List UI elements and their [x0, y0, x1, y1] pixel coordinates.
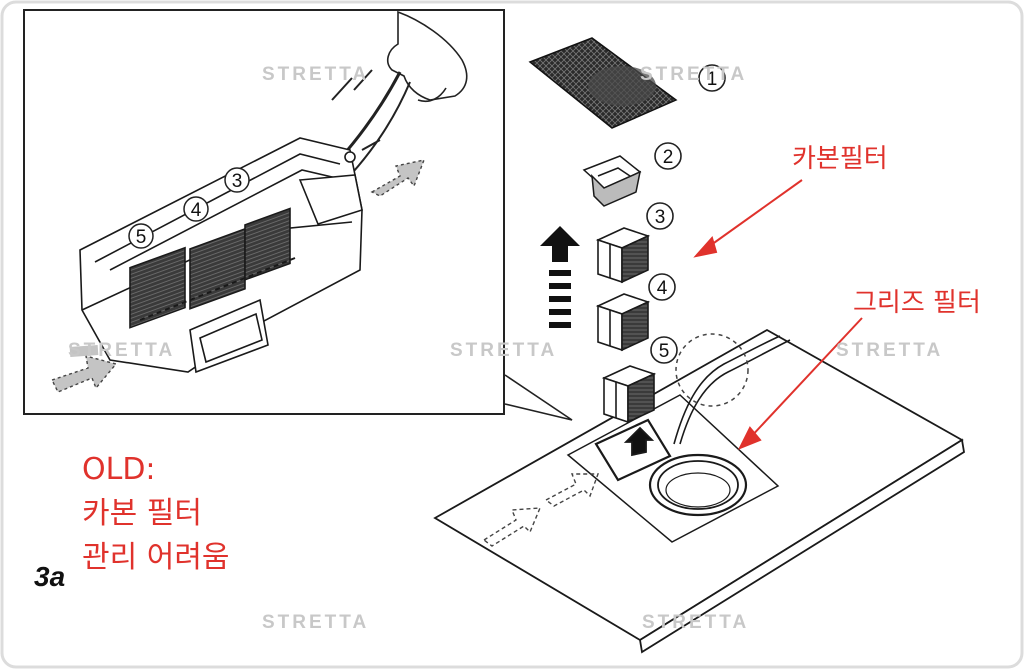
part-number-3: 3 [646, 202, 674, 230]
part-number-5: 5 [650, 336, 678, 364]
svg-text:3: 3 [655, 207, 666, 228]
watermark-group: STRETTA STRETTA STRETTA STRETTA STRETTA … [68, 64, 943, 633]
grease-filter-label: 그리즈 필터 [853, 288, 981, 318]
inset-number-4: 4 [183, 196, 209, 222]
annotation-arrow-carbon [693, 179, 803, 258]
carbon-filter-label: 카본필터 [792, 144, 888, 174]
svg-text:5: 5 [659, 341, 670, 362]
svg-text:3: 3 [232, 171, 243, 192]
annotation-arrow-grease [737, 317, 863, 450]
svg-text:STRETTA: STRETTA [68, 340, 175, 361]
inset-detail-view: 3 4 5 [23, 9, 573, 421]
svg-text:4: 4 [191, 200, 202, 221]
inset-number-5: 5 [128, 223, 154, 249]
arrow-tail-inset [69, 345, 99, 357]
inset-number-3: 3 [224, 167, 250, 193]
part-number-2: 2 [654, 142, 682, 170]
svg-text:STRETTA: STRETTA [836, 340, 943, 361]
cooktop-plate [433, 328, 965, 654]
svg-text:1: 1 [707, 69, 718, 90]
part-4-carbon-block [595, 293, 651, 352]
svg-text:STRETTA: STRETTA [450, 340, 557, 361]
airflow-arrows-inset [51, 159, 426, 393]
svg-text:STRETTA: STRETTA [262, 612, 369, 633]
hood-filter-unit [79, 137, 363, 374]
svg-text:2: 2 [663, 147, 674, 168]
lift-up-arrow [540, 226, 580, 328]
svg-text:STRETTA: STRETTA [640, 64, 747, 85]
part-1-mesh-panel [528, 37, 678, 129]
part-number-4: 4 [648, 273, 676, 301]
detail-circle [675, 333, 749, 407]
note-line-3: 관리 어려움 [82, 540, 230, 575]
svg-text:STRETTA: STRETTA [642, 612, 749, 633]
note-line-2: 카본 필터 [82, 496, 202, 531]
old-carbon-filter-note: OLD: 카본 필터 관리 어려움 [82, 448, 230, 580]
svg-text:STRETTA: STRETTA [262, 64, 369, 85]
svg-text:5: 5 [136, 227, 147, 248]
step-label: 3a [34, 561, 66, 592]
note-line-1: OLD: [82, 452, 156, 487]
part-number-1: 1 [698, 64, 726, 92]
airflow-arrows-plate [482, 473, 599, 547]
part-2-filter-cup [582, 155, 642, 207]
svg-text:4: 4 [657, 278, 668, 299]
part-3-carbon-block [595, 227, 651, 284]
part-5-carbon-block [601, 365, 657, 424]
